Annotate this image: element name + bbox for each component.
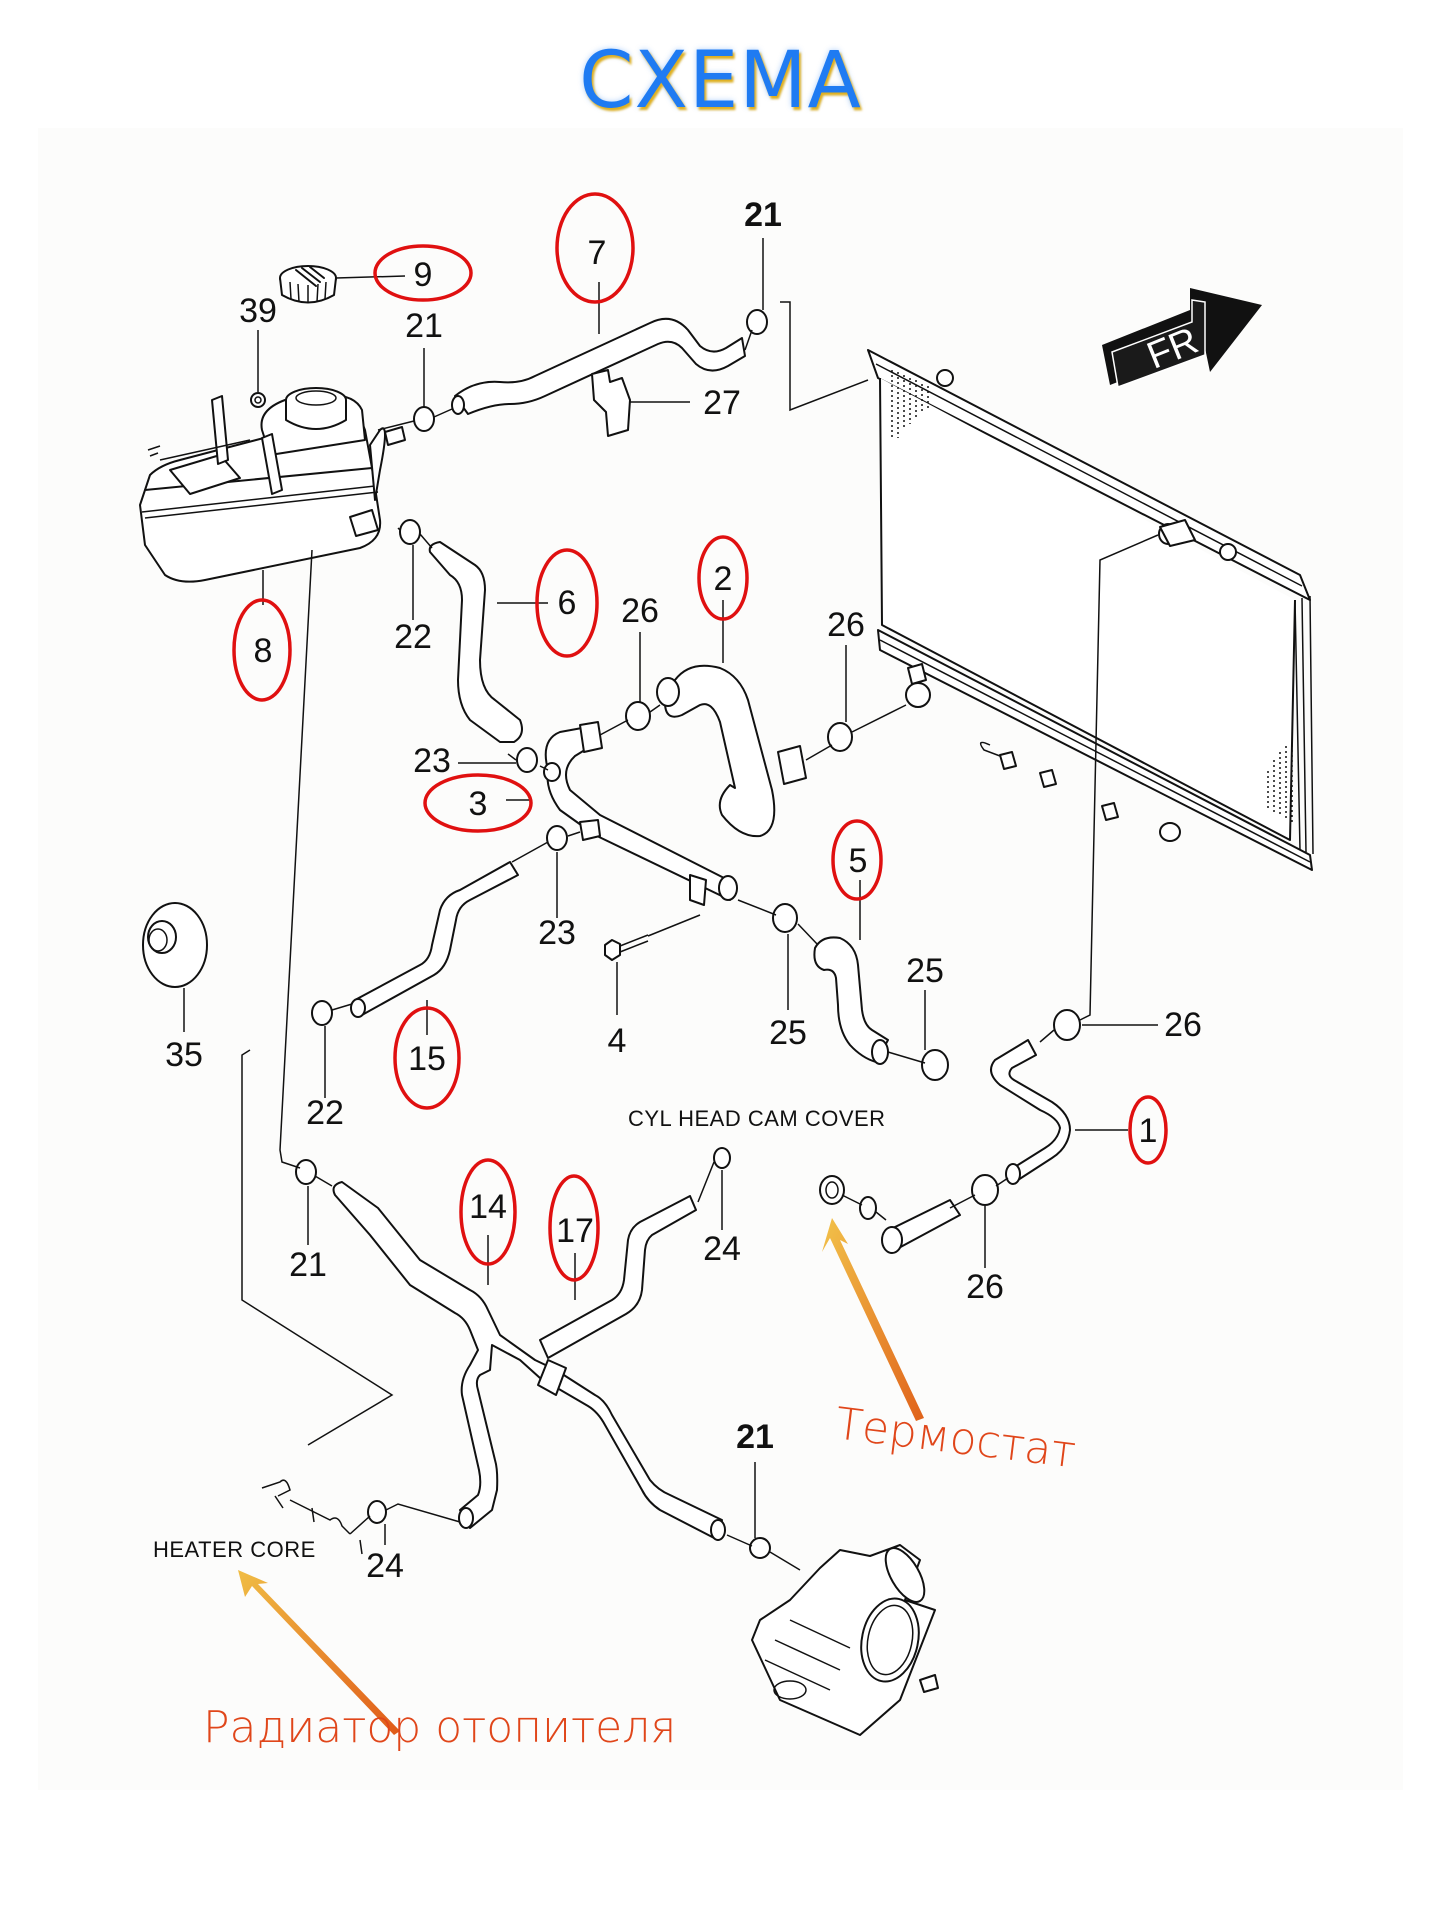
callout-22b: 22 [306, 1094, 344, 1132]
hose-6 [428, 541, 523, 743]
callout-26a: 26 [621, 592, 659, 630]
ring-6 [535, 548, 599, 658]
hose-7 [454, 317, 746, 415]
callout-1: 1 [1139, 1112, 1158, 1150]
ring-2 [697, 535, 749, 621]
callout-9: 9 [414, 256, 433, 294]
hose-14 [332, 1181, 723, 1541]
ring-8 [232, 598, 292, 702]
callout-21a: 21 [405, 307, 443, 345]
callout-21d: 21 [736, 1418, 774, 1456]
ring-14 [459, 1158, 517, 1266]
hose-1 [990, 1039, 1071, 1181]
heater-radiator-annotation-arrow [238, 1570, 400, 1735]
callout-26b: 26 [827, 606, 865, 644]
callout-15: 15 [408, 1040, 446, 1078]
callout-25b: 25 [906, 952, 944, 990]
heater-core-note: HEATER CORE [153, 1537, 316, 1562]
callout-14: 14 [469, 1188, 507, 1226]
callout-21c: 21 [289, 1246, 327, 1284]
throttle-body [751, 1544, 939, 1736]
callout-23b: 23 [538, 914, 576, 952]
thermostat [819, 1175, 961, 1254]
callout-39: 39 [239, 292, 277, 330]
callout-26c: 26 [1164, 1006, 1202, 1044]
ring-9 [373, 244, 473, 302]
coolant-pipe-3 [544, 727, 731, 901]
bolt-4 [604, 914, 701, 961]
callout-24b: 24 [366, 1547, 404, 1585]
callout-3: 3 [469, 785, 488, 823]
hose-17 [539, 1195, 697, 1359]
pulley-35 [142, 902, 208, 988]
assembly-lines [241, 329, 1159, 1571]
hose-2 [663, 664, 776, 838]
ring-5 [831, 819, 883, 901]
hose-clamps [295, 309, 1081, 1559]
callout-5: 5 [849, 842, 868, 880]
callout-23a: 23 [413, 742, 451, 780]
ring-3 [423, 773, 533, 833]
ring-15 [393, 1006, 461, 1110]
callout-24a: 24 [703, 1230, 741, 1268]
radiator [867, 349, 1314, 871]
callout-7: 7 [588, 234, 607, 272]
callout-8: 8 [254, 632, 273, 670]
callout-35: 35 [165, 1036, 203, 1074]
callout-6: 6 [558, 584, 577, 622]
nut-39 [250, 392, 266, 408]
leader-line [780, 301, 869, 412]
thermostat-annotation: Термостат [833, 1398, 1079, 1478]
diagram-panel [38, 128, 1403, 1790]
callout-leaders [183, 238, 1158, 1545]
ring-17 [548, 1174, 600, 1282]
hose-5 [813, 936, 889, 1063]
callout-2: 2 [714, 560, 733, 598]
highlight-rings [232, 192, 1168, 1282]
cyl-head-cam-cover-note: CYL HEAD CAM COVER [628, 1106, 886, 1131]
callout-22a: 22 [394, 618, 432, 656]
diagram-title: СХЕМА [579, 36, 862, 126]
ring-1 [1128, 1095, 1168, 1165]
front-direction-arrow: FR [1102, 288, 1262, 389]
heater-core-fittings [261, 1479, 363, 1555]
callout-25a: 25 [769, 1014, 807, 1052]
callout-17: 17 [556, 1212, 594, 1250]
hose-15 [354, 861, 519, 1016]
hose-bracket-27 [591, 369, 631, 437]
callout-21b: 21 [744, 196, 782, 234]
coolant-reservoir [139, 387, 406, 583]
reservoir-cap [279, 265, 337, 304]
callout-4: 4 [608, 1022, 627, 1060]
heater-radiator-annotation: Радиатор отопителя [203, 1702, 676, 1753]
callout-26d: 26 [966, 1268, 1004, 1306]
hose-7-end [451, 395, 465, 415]
callout-27: 27 [703, 384, 741, 422]
ring-7 [555, 192, 635, 304]
thermostat-annotation-arrow [822, 1218, 924, 1421]
